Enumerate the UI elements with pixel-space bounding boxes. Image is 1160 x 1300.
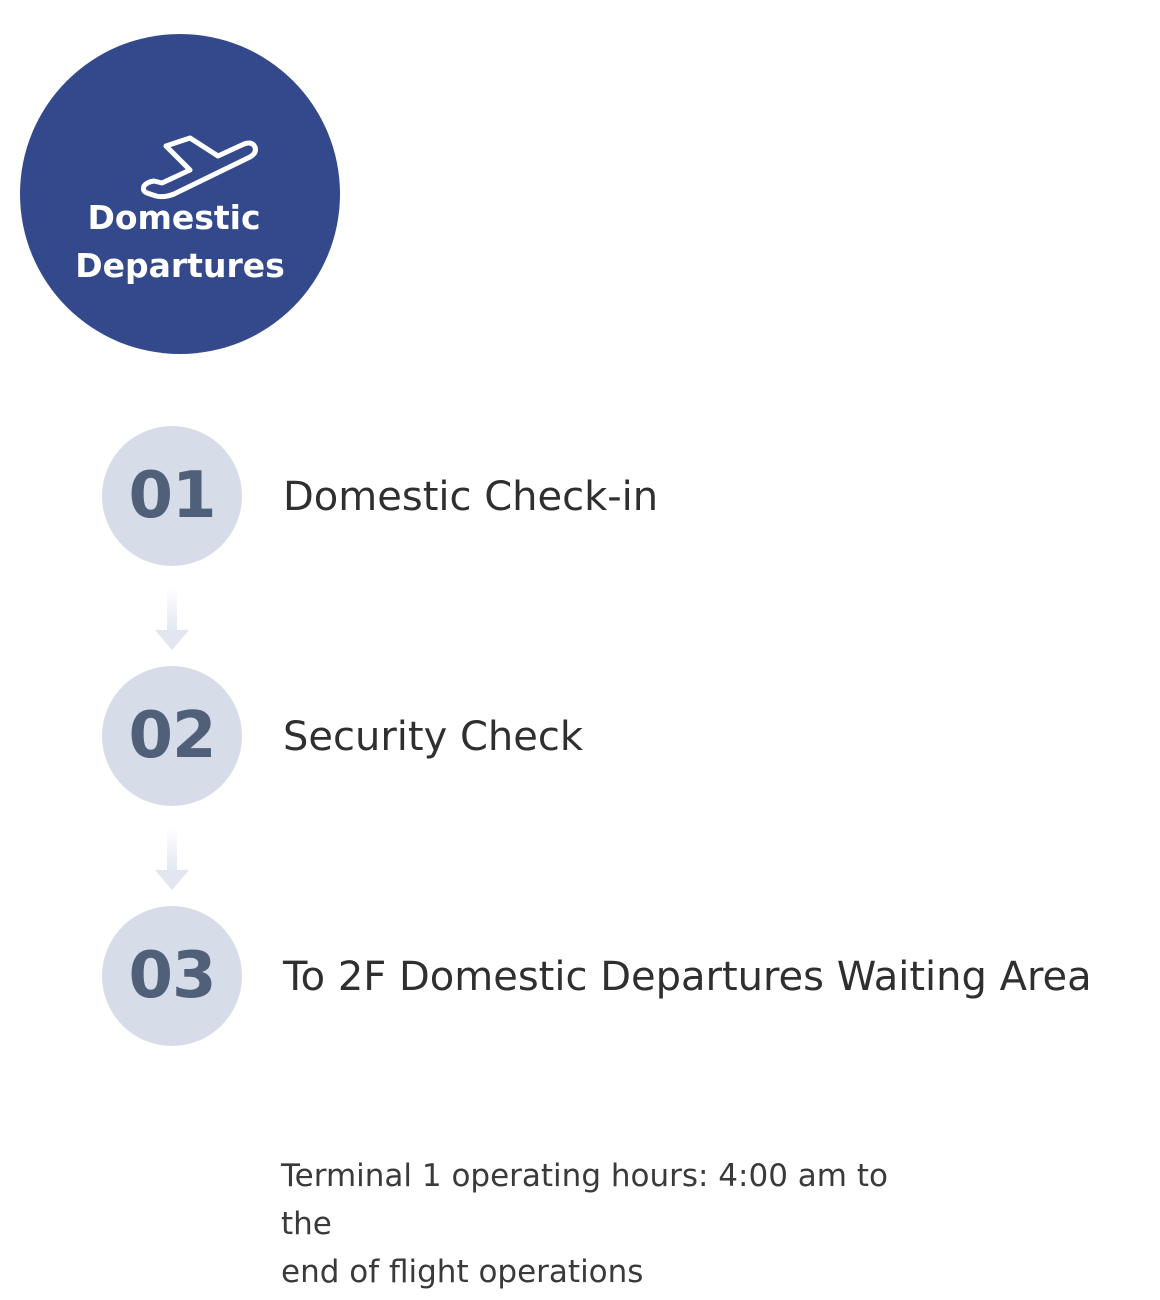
note-line2: end of flight operations	[281, 1254, 644, 1290]
step-number: 02	[128, 699, 216, 773]
step-number: 01	[128, 459, 216, 533]
operating-hours-note: Terminal 1 operating hours: 4:00 am to t…	[281, 1152, 941, 1296]
down-arrow-icon	[155, 826, 189, 890]
step-number-badge: 02	[102, 666, 242, 806]
step-number: 03	[128, 939, 216, 1013]
step-3: 03 To 2F Domestic Departures Waiting Are…	[102, 906, 1102, 1046]
down-arrow-icon	[155, 586, 189, 650]
step-2: 02 Security Check	[102, 666, 1102, 806]
airplane-takeoff-icon	[140, 135, 258, 200]
step-1: 01 Domestic Check-in	[102, 426, 1102, 566]
step-label: To 2F Domestic Departures Waiting Area	[283, 954, 1092, 1000]
step-label: Security Check	[283, 714, 584, 760]
step-number-badge: 03	[102, 906, 242, 1046]
header-title: Domestic Departures	[20, 194, 340, 290]
note-line1: Terminal 1 operating hours: 4:00 am to t…	[281, 1158, 888, 1242]
step-number-badge: 01	[102, 426, 242, 566]
header-title-line1: Domestic	[87, 198, 261, 237]
step-label: Domestic Check-in	[283, 474, 659, 520]
header-title-line2: Departures	[75, 246, 285, 285]
domestic-departures-header: Domestic Departures	[20, 34, 340, 354]
